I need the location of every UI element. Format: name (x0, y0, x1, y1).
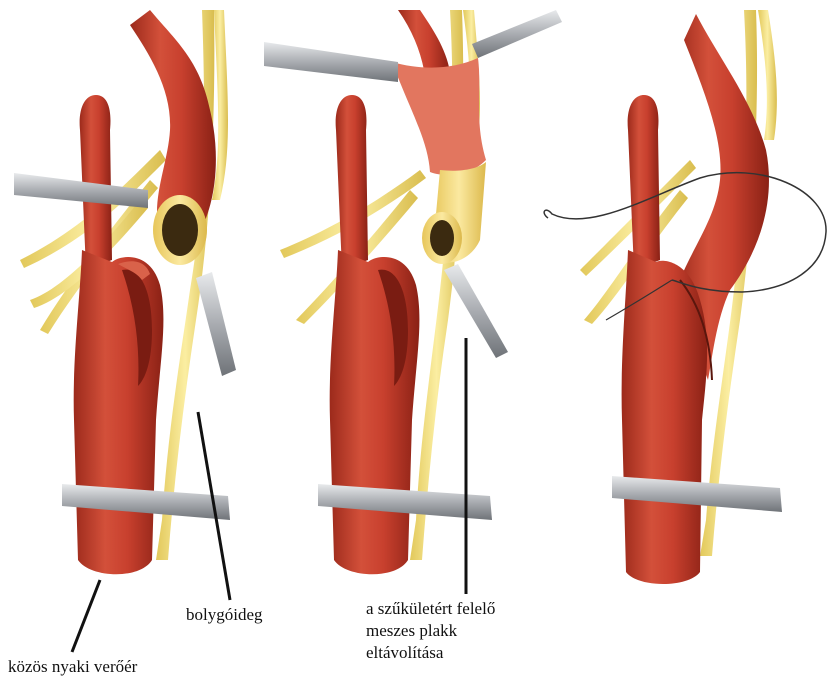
label-plaque-removal: a szűkületért felelő meszes plakk eltávo… (366, 598, 495, 664)
label-plaque-line-1: a szűkületért felelő (366, 598, 495, 620)
clamp-upper-left-1 (14, 173, 148, 208)
label-plaque-line-3: eltávolítása (366, 642, 495, 664)
common-carotid-1 (74, 250, 164, 574)
panel-step-1 (14, 10, 236, 652)
clamp-upper-right-2 (472, 10, 562, 58)
label-common-carotid: közös nyaki verőér (8, 656, 137, 678)
panel-step-3 (544, 10, 826, 584)
clamp-upper-left-2 (264, 42, 398, 82)
label-vagus-nerve: bolygóideg (186, 604, 263, 626)
internal-carotid-upper-2 (398, 10, 450, 72)
clamp-angled-2 (444, 264, 508, 358)
label-plaque-line-2: meszes plakk (366, 620, 495, 642)
leader-carotid (72, 580, 100, 652)
common-carotid-2 (330, 250, 420, 574)
everted-cuff-2 (392, 58, 486, 175)
clamp-angled-1 (196, 272, 236, 376)
external-carotid-2 (336, 95, 368, 270)
panel-step-2 (264, 10, 562, 594)
common-carotid-3 (622, 250, 707, 584)
external-carotid-3 (628, 95, 660, 270)
